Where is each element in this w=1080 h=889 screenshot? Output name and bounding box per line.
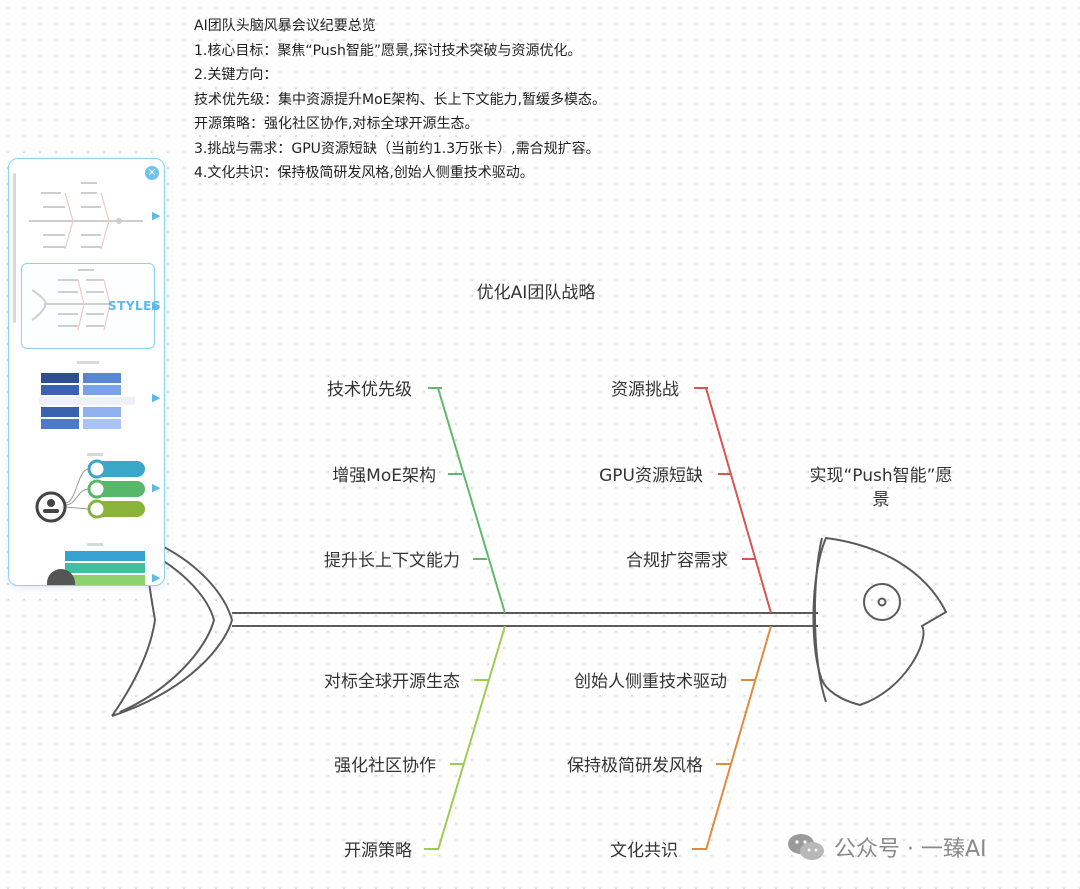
blocks-thumb-icon [39,361,135,429]
branch-label-founder[interactable]: 创始人侧重技术驱动 [574,672,727,692]
style-picker-panel: ✕ ▶ [8,158,165,586]
branch-label-global-open-source[interactable]: 对标全球开源生态 [324,672,460,692]
head-label-line2[interactable]: 景 [873,490,890,510]
head-label-line1[interactable]: 实现“Push智能”愿 [810,466,953,486]
watermark-text: 公众号 · 一臻AI [834,837,987,862]
panel-scrollbar[interactable] [13,173,16,323]
summary-line: 开源策略：强化社区协作,对标全球开源生态。 [194,116,479,132]
branch-label-community[interactable]: 强化社区协作 [334,756,436,776]
rib-top-left[interactable] [428,387,506,614]
style-arrow-2[interactable]: ▶ [152,299,161,312]
style-arrow-4[interactable]: ▶ [152,481,161,494]
style-thumb-blue-blocks[interactable] [21,357,153,441]
summary-heading: AI团队头脑风暴会议纪要总览 [194,18,376,34]
summary-line: 4.文化共识：保持极简研发风格,创始人侧重技术驱动。 [194,165,534,181]
branch-label-open-source-strategy[interactable]: 开源策略 [344,841,412,861]
style-arrow-3[interactable]: ▶ [152,391,161,404]
diagram-title[interactable]: 优化AI团队战略 [477,283,596,303]
meeting-summary: AI团队头脑风暴会议纪要总览 1.核心目标：聚焦“Push智能”愿景,探讨技术突… [194,14,814,186]
wechat-icon [788,834,824,860]
fishbone-thumb-icon [29,182,143,250]
style-arrow-5[interactable]: ▶ [152,571,161,584]
rib-bottom-right[interactable] [692,625,772,851]
branch-label-culture[interactable]: 文化共识 [610,841,678,861]
style-thumb-stacked[interactable] [21,541,153,585]
summary-line: 3.挑战与需求：GPU资源短缺（当前约1.3万张卡）,需合规扩容。 [194,140,600,157]
branch-label-gpu-shortage[interactable]: GPU资源短缺 [599,466,703,486]
rib-bottom-left[interactable] [424,625,506,851]
summary-line: 技术优先级：集中资源提升MoE架构、长上下文能力,暂缓多模态。 [194,91,606,108]
style-thumb-fishbone-plain[interactable] [21,177,153,261]
branch-label-resource-challenge[interactable]: 资源挑战 [611,380,679,400]
close-icon[interactable]: ✕ [145,166,159,180]
branch-label-tech-priority[interactable]: 技术优先级 [327,380,412,400]
stacked-thumb-icon [47,543,145,585]
rib-top-right[interactable] [694,387,772,614]
style-arrow-1[interactable]: ▶ [152,209,161,222]
fish-head[interactable] [812,536,948,707]
branch-label-long-context[interactable]: 提升长上下文能力 [324,551,460,571]
watermark: 公众号 · 一臻AI [786,830,987,864]
styles-label[interactable]: STYLES [108,299,162,313]
summary-line: 1.核心目标：聚焦“Push智能”愿景,探讨技术突破与资源优化。 [194,42,582,59]
style-thumb-colored-pills[interactable] [21,449,153,533]
branch-label-minimal-style[interactable]: 保持极简研发风格 [567,756,703,776]
pills-thumb-icon [35,453,145,523]
branch-label-compliance[interactable]: 合规扩容需求 [626,551,728,571]
branch-label-moe[interactable]: 增强MoE架构 [332,466,436,486]
fish-thumb-icon [31,269,112,331]
fish-spine[interactable] [232,612,818,627]
style-thumb-fishbone-fish[interactable] [21,263,155,349]
summary-line: 2.关键方向： [194,67,278,83]
